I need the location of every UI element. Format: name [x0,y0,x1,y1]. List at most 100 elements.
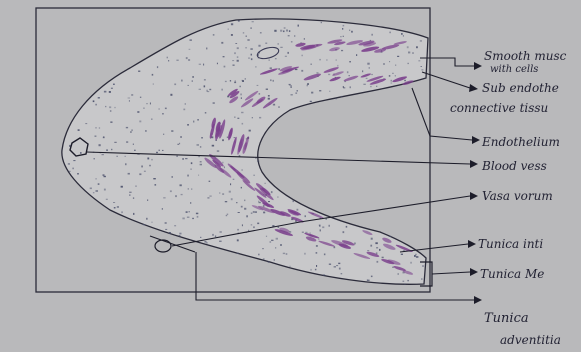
stipple-dot [180,184,182,186]
stipple-dot [227,214,229,215]
stipple-dot [302,232,304,233]
stipple-dot [395,75,396,76]
stipple-dot [104,91,107,93]
stipple-dot [176,156,177,157]
stipple-dot [257,85,259,86]
stipple-dot [251,213,253,214]
stipple-dot [99,127,100,128]
stipple-dot [367,250,369,251]
stipple-dot [371,276,373,278]
stipple-dot [286,30,288,32]
stipple-dot [244,208,246,210]
stipple-dot [225,81,227,82]
stipple-dot [253,226,255,228]
stipple-dot [231,23,233,25]
stipple-dot [310,101,312,102]
stipple-dot [252,21,254,22]
stipple-dot [379,249,381,251]
label-vasa-vasorum: Vasa vorum [482,189,553,203]
stipple-dot [252,117,253,118]
stipple-dot [259,202,261,203]
stipple-dot [126,142,128,143]
stipple-dot [250,48,252,50]
stipple-dot [264,183,266,184]
stipple-dot [343,36,344,37]
stipple-dot [408,280,409,281]
stipple-dot [340,36,342,37]
stipple-dot [254,175,255,176]
stipple-dot [294,35,295,37]
stipple-dot [135,186,136,187]
stipple-dot [170,94,172,96]
stipple-dot [121,186,123,188]
stipple-dot [268,98,270,100]
stipple-dot [389,61,390,62]
stipple-dot [320,229,321,231]
stipple-dot [147,158,149,160]
stipple-dot [191,162,193,164]
stipple-dot [328,74,330,75]
stipple-dot [113,202,115,203]
stipple-dot [98,183,100,185]
stipple-dot [316,265,317,267]
stipple-dot [278,43,279,44]
stipple-dot [392,267,393,268]
stipple-dot [371,238,373,240]
stipple-dot [392,73,393,74]
stipple-dot [109,91,111,93]
stipple-dot [351,31,353,33]
stipple-dot [349,75,350,76]
stipple-dot [305,215,306,217]
stipple-dot [289,84,291,86]
stipple-dot [68,163,70,165]
stipple-dot [284,27,286,29]
stipple-dot [275,58,277,59]
stipple-dot [163,134,164,135]
stipple-dot [346,226,348,228]
stipple-dot [229,191,231,193]
stipple-dot [291,94,293,96]
stipple-dot [94,158,95,159]
stipple-dot [304,253,305,255]
stipple-dot [391,80,392,82]
leader-smooth [420,58,474,66]
stipple-dot [104,189,106,191]
stipple-dot [283,253,285,254]
stipple-dot [228,29,229,30]
stipple-dot [343,25,345,27]
stipple-dot [404,80,406,81]
stipple-dot [391,83,393,84]
stipple-dot [125,163,126,165]
stipple-dot [138,71,140,73]
label-tunica-intima: Tunica inti [478,237,543,251]
stipple-dot [319,225,321,227]
stipple-dot [420,40,422,41]
stipple-dot [99,144,101,146]
stipple-dot [237,229,239,231]
leader-subendo [422,72,470,88]
stipple-dot [377,261,379,263]
stipple-dot [274,30,276,32]
stipple-dot [190,202,191,204]
stipple-dot [408,63,409,64]
stipple-dot [77,173,79,175]
stipple-dot [319,90,321,91]
stipple-dot [177,144,179,145]
stipple-dot [253,211,255,213]
stipple-dot [200,237,201,238]
stipple-dot [421,278,422,280]
stipple-dot [95,104,96,106]
stipple-dot [263,258,265,259]
stipple-dot [270,68,272,69]
stipple-dot [103,136,104,138]
stipple-dot [403,35,404,37]
stipple-dot [318,239,319,240]
stipple-dot [179,143,180,144]
stipple-dot [163,197,165,198]
stipple-dot [246,47,247,48]
stipple-dot [324,254,326,256]
stipple-dot [174,225,176,226]
stipple-dot [422,265,423,267]
stipple-dot [283,31,285,33]
stipple-dot [191,168,192,170]
